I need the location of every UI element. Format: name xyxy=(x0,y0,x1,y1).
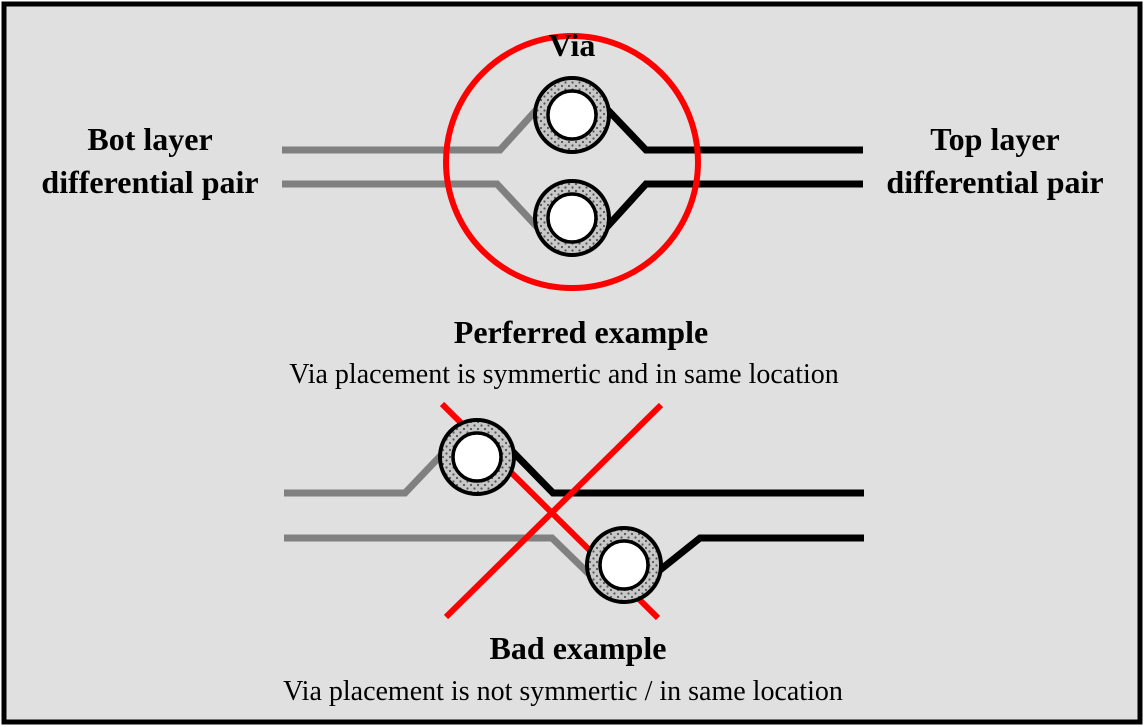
bad-top-trace-upper xyxy=(509,448,864,497)
preferred-bot-trace-lower xyxy=(282,180,541,231)
via-label: Via xyxy=(549,27,596,63)
bot-layer-label-line1: Bot layer xyxy=(87,121,212,157)
bad-top-trace-lower xyxy=(657,534,864,573)
bad-example xyxy=(284,401,864,621)
bot-layer-label-line2: differential pair xyxy=(41,164,258,200)
bad-cross-line-2 xyxy=(443,402,664,620)
preferred-example xyxy=(282,33,863,291)
bad-bot-trace-upper xyxy=(284,448,448,497)
bad-via-lower xyxy=(585,526,663,604)
top-layer-label-line2: differential pair xyxy=(886,164,1103,200)
preferred-example-title: Perferred example xyxy=(454,314,708,350)
bad-example-caption: Via placement is not symmertic / in same… xyxy=(283,676,843,707)
bad-example-title: Bad example xyxy=(490,630,667,666)
bad-bot-trace-lower xyxy=(284,534,593,578)
preferred-top-trace-upper xyxy=(603,105,863,154)
preferred-via-lower xyxy=(533,179,611,257)
bad-via-upper xyxy=(438,418,516,496)
preferred-bot-trace-upper xyxy=(282,105,541,154)
preferred-top-trace-lower xyxy=(603,180,863,231)
preferred-via-upper xyxy=(533,76,611,154)
via-highlight-circle xyxy=(443,33,701,291)
top-layer-label-line1: Top layer xyxy=(930,121,1060,157)
preferred-example-caption: Via placement is symmertic and in same l… xyxy=(289,359,839,390)
